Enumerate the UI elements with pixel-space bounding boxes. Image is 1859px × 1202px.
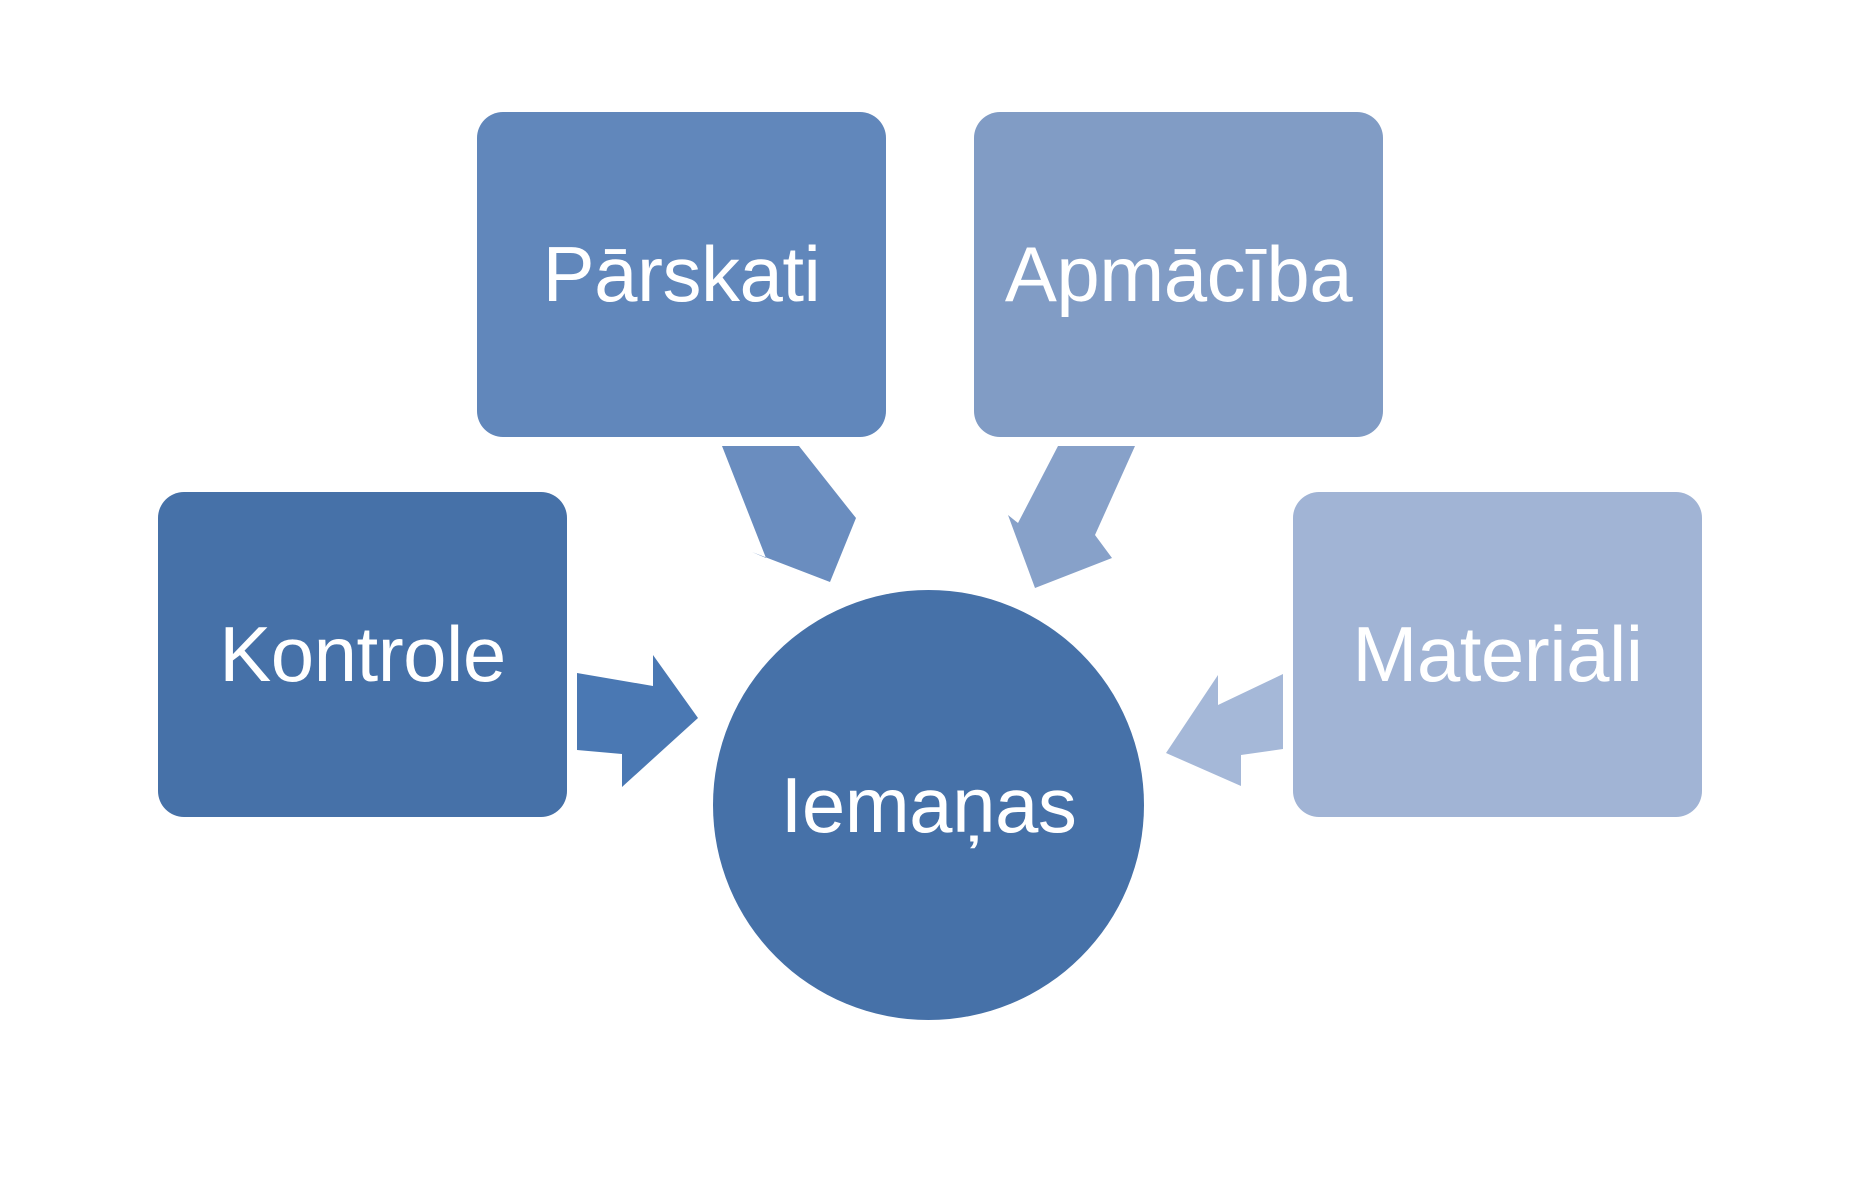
node-kontrole: Kontrole — [158, 492, 567, 817]
node-parskati: Pārskati — [477, 112, 886, 437]
node-kontrole-label: Kontrole — [219, 610, 506, 698]
arrow-apmaciba — [1008, 446, 1135, 588]
node-parskati-label: Pārskati — [542, 230, 821, 318]
arrow-parskati — [722, 446, 856, 582]
node-iemanas-label: Iemaņas — [780, 760, 1077, 849]
arrow-materiali — [1166, 674, 1283, 786]
node-materiali: Materiāli — [1293, 492, 1702, 817]
node-iemanas-center: Iemaņas — [713, 590, 1144, 1020]
arrow-kontrole — [577, 655, 698, 787]
node-materiali-label: Materiāli — [1352, 610, 1643, 698]
node-apmaciba-label: Apmācība — [1004, 230, 1353, 318]
node-apmaciba: Apmācība — [974, 112, 1383, 437]
